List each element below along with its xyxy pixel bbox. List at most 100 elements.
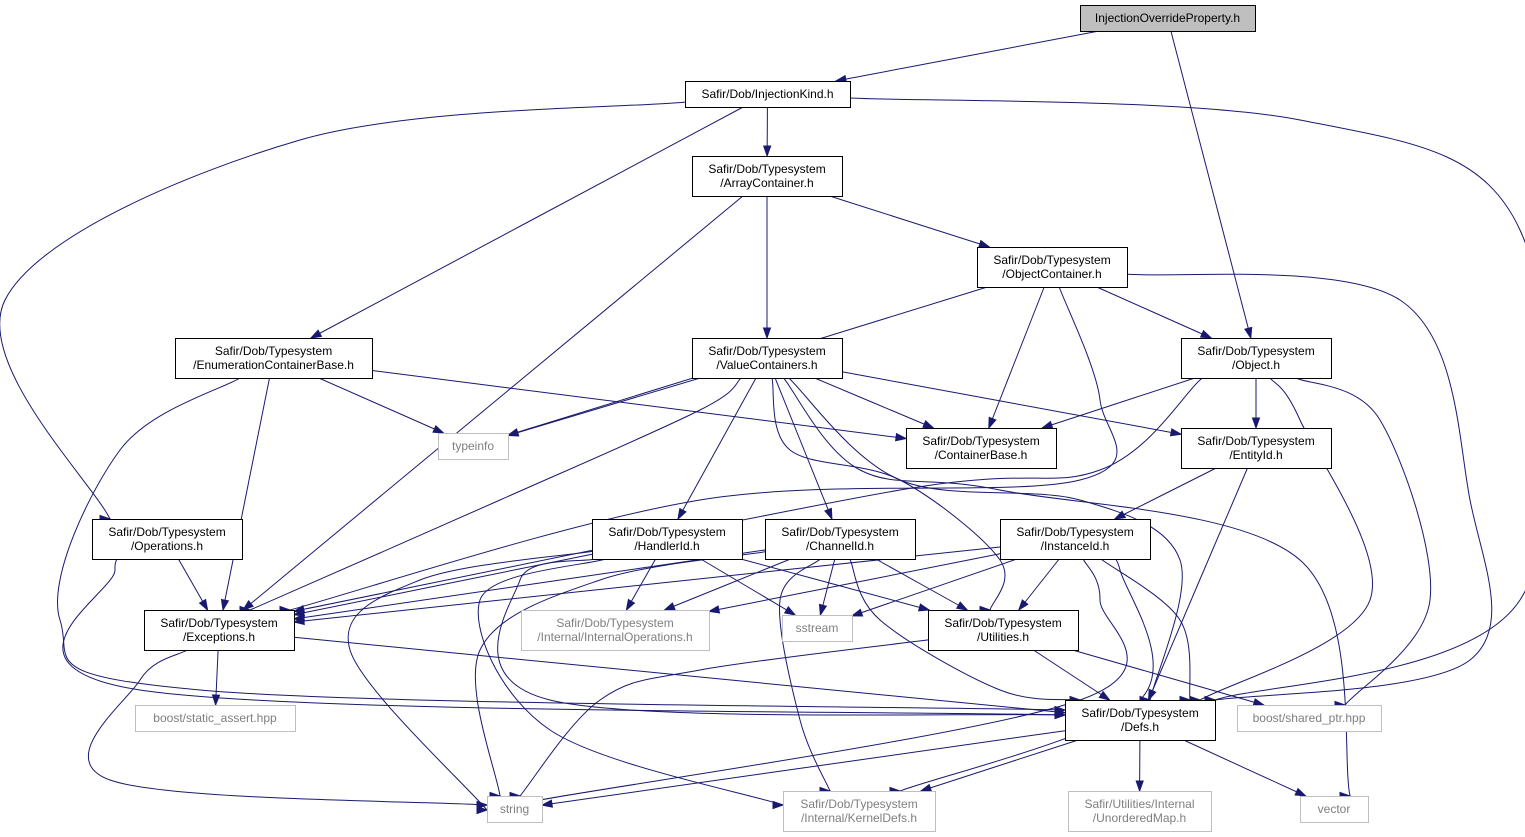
node-root[interactable]: InjectionOverrideProperty.h [1080,5,1256,32]
edge-line [920,739,1079,792]
node-valuecontainers[interactable]: Safir/Dob/Typesystem/ValueContainers.h [692,338,843,379]
edge-instanceid-to-exceptions [292,546,1001,626]
node-utilities[interactable]: Safir/Dob/Typesystem/Utilities.h [928,610,1079,651]
edge-entityid-to-defs [1147,467,1248,702]
edge-line [541,730,1066,806]
edge-arrowhead [707,605,721,614]
node-box [1181,338,1332,379]
edge-line [1096,286,1212,339]
edge-instanceid-to-utilities [1017,558,1060,612]
edge-valuecontainers-to-typeinfo [506,377,701,437]
node-instanceid[interactable]: Safir/Dob/Typesystem/InstanceId.h [1000,519,1151,560]
node-label-line: boost/shared_ptr.hpp [1253,711,1366,725]
edge-line [371,370,907,439]
node-label-line: /UnorderedMap.h [1093,811,1186,825]
node-label-line: /EntityId.h [1229,448,1282,462]
node-box [1080,5,1256,32]
node-label-line: Safir/Dob/Typesystem [160,616,277,630]
edge-arrowhead [663,602,676,611]
node-channelid[interactable]: Safir/Dob/Typesystem/ChannelId.h [765,519,916,560]
node-label-line: vector [1318,802,1351,816]
edge-arrowhead [988,416,997,430]
node-label-line: /HandlerId.h [634,539,699,553]
edge-line [829,195,990,248]
edge-line [500,558,1128,808]
edge-arrowhead [850,608,864,617]
node-label-line: Safir/Dob/Typesystem [800,797,917,811]
node-internalops[interactable]: Safir/Dob/Typesystem/Internal/InternalOp… [521,610,710,651]
edge-instanceid-to-sstream [850,558,1018,617]
node-label-line: Safir/Dob/Typesystem [215,344,332,358]
node-box [1000,519,1151,560]
edge-arrowhead [763,145,772,158]
node-unorderedmap[interactable]: Safir/Utilities/Internal/UnorderedMap.h [1068,791,1212,832]
edge-handlerid-to-string [347,550,593,823]
node-exceptions[interactable]: Safir/Dob/Typesystem/Exceptions.h [144,610,295,651]
node-defs[interactable]: Safir/Dob/Typesystem/Defs.h [1065,700,1216,741]
edge-arrowhead [476,800,489,810]
edge-arrowhead [211,694,221,707]
edge-arrowhead [1199,329,1213,339]
edge-instanceid-to-string [500,558,1128,808]
node-box [1068,791,1212,832]
node-entityid[interactable]: Safir/Dob/Typesystem/EntityId.h [1181,428,1332,469]
edge-arrowhead [824,507,833,521]
edge-line [664,558,791,611]
edge-valuecontainers-to-entityid [841,371,1183,437]
edge-line [708,553,1001,612]
edge-entityid-to-instanceid [1113,467,1217,520]
node-box [685,81,851,108]
node-label-line: /Defs.h [1121,720,1159,734]
node-sstream[interactable]: sstream [782,615,853,642]
node-operations[interactable]: Safir/Dob/Typesystem/Operations.h [92,519,243,560]
edge-arraycontainer-to-exceptions [241,195,744,611]
node-staticassert[interactable]: boost/static_assert.hpp [135,705,296,732]
node-box [144,610,295,651]
node-box [487,796,543,823]
node-box [783,791,936,832]
node-label-line: Safir/Dob/Typesystem [708,162,825,176]
edge-channelid-to-kerneldefs [779,558,833,797]
edge-operations-to-exceptions [177,558,209,612]
edge-line [293,553,593,616]
edge-line [310,106,744,339]
edge-handlerid-to-utilities [740,558,931,612]
edge-line [1041,377,1196,429]
edge-line [988,286,1045,429]
node-sharedptr[interactable]: boost/shared_ptr.hpp [1237,705,1382,732]
node-label-line: /ObjectContainer.h [1002,267,1101,281]
edge-arrowhead [220,598,230,612]
edge-line [1183,739,1306,797]
node-injectionkind[interactable]: Safir/Dob/InjectionKind.h [685,81,851,108]
edge-line [1114,467,1217,520]
node-arraycontainer[interactable]: Safir/Dob/Typesystem/ArrayContainer.h [692,156,843,197]
node-objectcontainer[interactable]: Safir/Dob/Typesystem/ObjectContainer.h [977,247,1128,288]
edge-line [783,377,1355,814]
node-vector[interactable]: vector [1300,796,1369,823]
node-box [782,615,853,642]
edge-arrowhead [895,432,908,442]
node-string[interactable]: string [487,796,543,823]
edge-enumcontainerbase-to-containerbase [371,370,908,442]
node-label-line: /EnumerationContainerBase.h [193,358,354,372]
node-box [592,519,743,560]
edge-arrowhead [772,800,785,810]
edge-arrowhead [978,239,991,248]
edge-line [774,377,833,520]
node-box [765,519,916,560]
node-enumcontainerbase[interactable]: Safir/Dob/Typesystem/EnumerationContaine… [175,338,373,379]
node-containerbase[interactable]: Safir/Dob/Typesystem/ContainerBase.h [906,428,1057,469]
edge-injectionkind-to-enumcontainerbase [309,106,744,339]
edge-line [700,558,796,616]
edge-arraycontainer-to-valuecontainers [762,195,772,340]
node-label-line: Safir/Utilities/Internal [1084,797,1194,811]
node-handlerid[interactable]: Safir/Dob/Typesystem/HandlerId.h [592,519,743,560]
node-kerneldefs[interactable]: Safir/Dob/Typesystem/Internal/KernelDefs… [783,791,936,832]
edge-line [677,377,757,520]
edge-injectionkind-to-arraycontainer [763,106,772,158]
edge-utilities-to-sharedptr [1072,649,1266,707]
edge-line [1126,273,1493,704]
node-object[interactable]: Safir/Dob/Typesystem/Object.h [1181,338,1332,379]
node-typeinfo[interactable]: typeinfo [438,433,509,460]
